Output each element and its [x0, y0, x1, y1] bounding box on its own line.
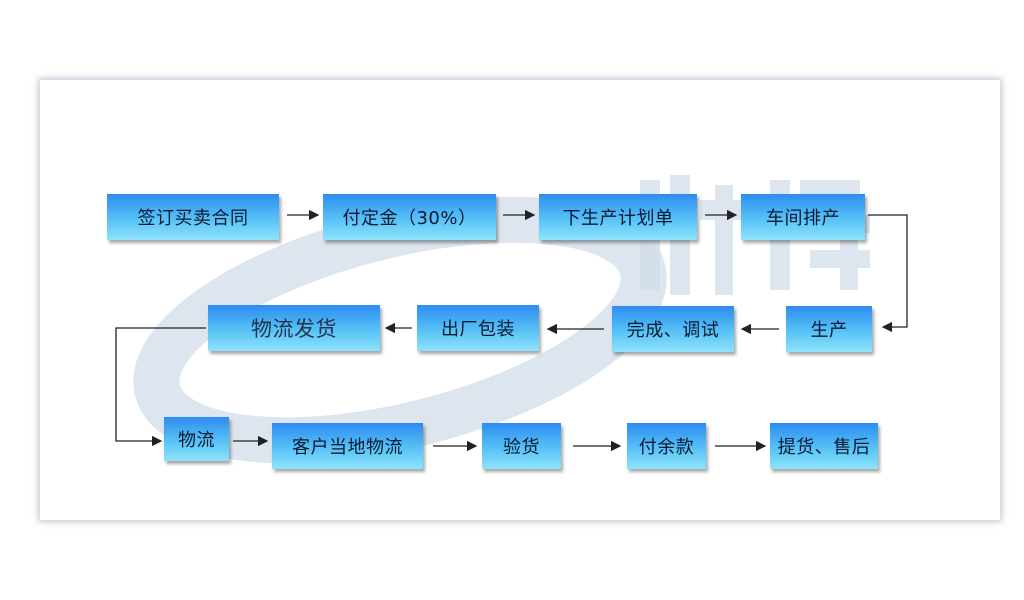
step-pay-deposit: 付定金（30%）	[323, 194, 496, 240]
step-pay-balance: 付余款	[627, 423, 706, 469]
arrow-8-9	[115, 327, 206, 447]
step-pickup-aftersales: 提货、售后	[770, 423, 878, 469]
step-sign-contract: 签订买卖合同	[107, 194, 279, 240]
step-production-plan: 下生产计划单	[539, 194, 697, 240]
step-inspection: 验货	[482, 423, 561, 469]
step-logistics-shipping: 物流发货	[208, 305, 380, 351]
step-complete-debug: 完成、调试	[612, 306, 734, 352]
step-factory-packaging: 出厂包装	[417, 305, 539, 351]
step-local-logistics: 客户当地物流	[272, 423, 423, 469]
step-workshop-scheduling: 车间排产	[741, 194, 865, 240]
step-logistics: 物流	[164, 417, 229, 461]
arrow-4-5	[868, 214, 908, 333]
step-production: 生产	[786, 306, 872, 352]
